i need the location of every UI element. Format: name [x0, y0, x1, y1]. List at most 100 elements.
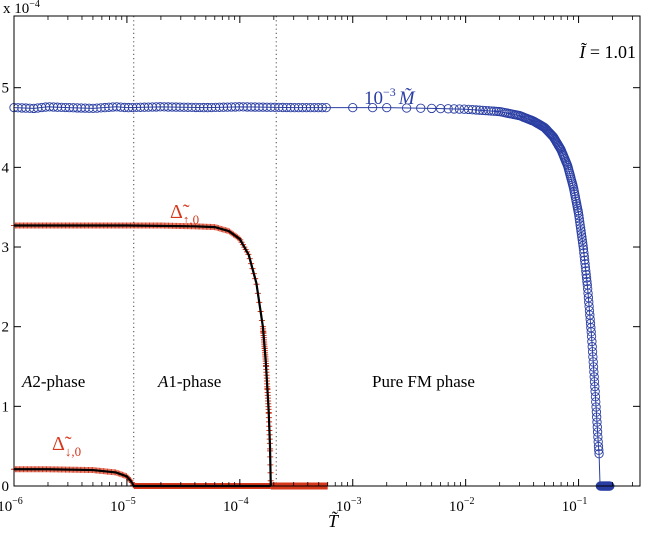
data-point-magnetization — [112, 102, 122, 112]
data-point-magnetization — [214, 102, 225, 112]
parameter-value: = 1.01 — [585, 42, 636, 62]
y-multiplier-prefix: x 10 — [3, 1, 29, 17]
label-symbol: M̃ — [398, 88, 416, 109]
x-tick-label: 10−1 — [562, 496, 588, 515]
data-point-magnetization — [258, 102, 268, 112]
data-point-magnetization — [159, 102, 169, 112]
x-tick-base: 10 — [562, 499, 577, 515]
data-point-magnetization — [592, 412, 602, 422]
data-point-magnetization — [467, 105, 478, 115]
data-point-magnetization — [116, 102, 126, 112]
data-point-magnetization — [590, 392, 601, 402]
data-point-magnetization — [278, 102, 288, 113]
data-point-magnetization — [88, 103, 98, 114]
data-point-magnetization — [96, 103, 106, 113]
x-tick-label: 10−2 — [449, 496, 475, 515]
phase-label-text: Pure FM phase — [372, 372, 475, 391]
phase-label: A1-phase — [157, 372, 221, 391]
data-point-magnetization — [463, 104, 474, 115]
data-point-magnetization — [582, 276, 592, 287]
x-tick-base: 10 — [0, 499, 12, 515]
data-point-magnetization — [151, 102, 161, 112]
data-point-magnetization — [580, 262, 591, 273]
data-point-magnetization — [305, 102, 316, 113]
data-point-magnetization — [191, 102, 201, 113]
data-point-magnetization — [246, 102, 256, 112]
data-point-magnetization — [592, 422, 602, 432]
data-point-magnetization — [202, 102, 213, 113]
data-point-magnetization — [183, 102, 193, 112]
data-point-magnetization — [285, 102, 296, 113]
x-tick-base: 10 — [336, 499, 351, 515]
label-subscript: ↑,0 — [183, 212, 199, 227]
data-point-magnetization — [591, 407, 602, 417]
data-point-magnetization — [143, 102, 154, 112]
data-point-magnetization — [589, 377, 600, 387]
data-point-magnetization — [594, 449, 604, 459]
data-point-magnetization — [163, 102, 173, 112]
data-point-magnetization — [454, 104, 465, 114]
data-point-magnetization — [575, 223, 586, 233]
data-point-magnetization — [573, 208, 584, 218]
data-point-magnetization — [587, 336, 597, 347]
parameter-symbol: Ĩ — [578, 42, 587, 62]
data-point-magnetization — [123, 102, 134, 113]
data-point-magnetization — [489, 106, 499, 116]
data-point-magnetization — [317, 102, 327, 113]
data-point-magnetization — [187, 102, 197, 113]
data-point-magnetization — [590, 386, 600, 397]
data-point-magnetization — [588, 352, 598, 362]
data-point-magnetization — [401, 103, 412, 113]
data-point-magnetization — [591, 397, 601, 407]
x-tick-label: 10−4 — [223, 496, 249, 515]
data-point-magnetization — [416, 103, 426, 113]
phase-label-text: 1-phase — [168, 372, 221, 391]
axes-layer — [13, 15, 641, 487]
phase-label-text: 2-phase — [32, 372, 85, 391]
data-point-magnetization — [583, 284, 593, 294]
x-tick-exponent: −2 — [464, 496, 475, 507]
data-point-magnetization — [230, 102, 240, 112]
data-point-magnetization — [592, 427, 603, 437]
data-point-magnetization — [262, 102, 272, 112]
data-point-magnetization — [576, 229, 587, 239]
data-point-magnetization — [131, 102, 142, 113]
y-tick-label: 1 — [2, 399, 10, 415]
x-tick-exponent: −3 — [351, 496, 362, 507]
data-point-magnetization — [589, 367, 599, 377]
x-axis-label: T̃ — [328, 511, 340, 531]
x-tick-base: 10 — [110, 499, 125, 515]
x-tick-label: 10−6 — [0, 496, 23, 515]
data-point-magnetization — [592, 417, 602, 427]
data-point-magnetization — [449, 104, 459, 114]
data-point-magnetization — [171, 102, 181, 112]
data-point-magnetization — [76, 103, 86, 113]
data-point-magnetization — [167, 102, 177, 112]
label-prefix: 10 — [364, 88, 383, 109]
axes-frame — [13, 15, 641, 487]
data-point-magnetization — [25, 103, 35, 113]
data-point-magnetization — [587, 342, 597, 352]
data-point-magnetization — [578, 244, 589, 254]
x-tick-exponent: −6 — [12, 496, 23, 507]
data-point-magnetization — [44, 102, 55, 112]
phase-label: Pure FM phase — [372, 372, 475, 391]
label-exponent: −3 — [383, 85, 396, 99]
data-point-magnetization — [309, 102, 319, 113]
data-point-magnetization — [289, 102, 300, 113]
data-point-magnetization — [594, 445, 604, 455]
data-point-magnetization — [72, 103, 82, 113]
data-point-magnetization — [234, 102, 244, 112]
x-tick-exponent: −1 — [577, 496, 588, 507]
data-point-magnetization — [593, 432, 603, 442]
data-point-magnetization — [92, 103, 102, 113]
data-point-magnetization — [443, 104, 453, 114]
data-point-magnetization — [175, 102, 185, 112]
plot-area — [14, 16, 640, 486]
y-tick-label: 0 — [2, 479, 10, 495]
data-point-magnetization — [574, 214, 584, 224]
x-tick-label: 10−5 — [110, 496, 136, 515]
x-tick-base: 10 — [449, 499, 464, 515]
data-point-magnetization — [474, 105, 485, 115]
